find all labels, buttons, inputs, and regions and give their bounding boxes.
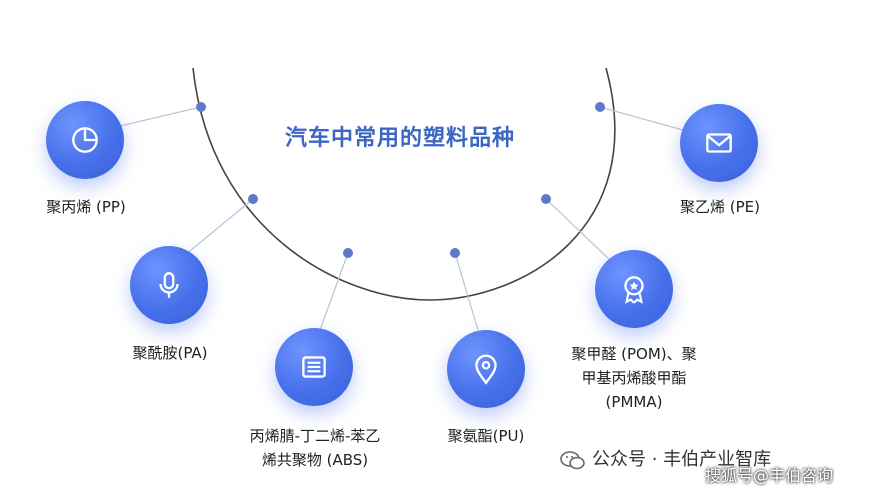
- connector-pe: [599, 106, 684, 131]
- node-pp: [46, 101, 124, 179]
- watermark-overlay: 搜狐号@丰伯咨询: [705, 466, 834, 485]
- location-pin-icon: [475, 354, 497, 385]
- arc-dot-pom: [541, 194, 551, 204]
- connector-pa: [184, 198, 254, 256]
- arc-dot-pe: [595, 102, 605, 112]
- label-pe: 聚乙烯 (PE): [680, 198, 760, 216]
- arc-dot-pp: [196, 102, 206, 112]
- watermark-text: 公众号 · 丰伯产业智库: [592, 449, 772, 470]
- central-arc: [192, 67, 616, 301]
- watermark: 公众号 · 丰伯产业智库: [560, 445, 771, 471]
- microphone-icon: [159, 272, 179, 298]
- list-icon: [302, 356, 326, 378]
- node-pe: [680, 104, 758, 182]
- node-pu: [447, 330, 525, 408]
- connector-pp: [119, 106, 202, 127]
- node-pa: [130, 246, 208, 324]
- label-abs: 丙烯腈-丁二烯-苯乙 烯共聚物 (ABS): [222, 424, 408, 472]
- label-abs-line1: 丙烯腈-丁二烯-苯乙: [249, 427, 381, 445]
- label-pu: 聚氨酯(PU): [447, 427, 525, 445]
- connector-pom: [545, 198, 613, 263]
- pie-chart-icon: [72, 127, 98, 153]
- badge-icon: [624, 276, 644, 304]
- envelope-icon: [706, 133, 732, 153]
- wechat-icon: [560, 451, 585, 470]
- label-pa: 聚酰胺(PA): [132, 344, 208, 362]
- label-pp: 聚丙烯 (PP): [46, 198, 126, 216]
- arc-dot-pu: [450, 248, 460, 258]
- connector-pu: [454, 252, 479, 331]
- label-pom-line3: (PMMA): [605, 393, 663, 411]
- node-abs: [275, 328, 353, 406]
- label-abs-line2: 烯共聚物 (ABS): [261, 451, 369, 469]
- node-pom-pmma: [595, 250, 673, 328]
- label-pom-line1: 聚甲醛 (POM)、聚: [571, 345, 697, 363]
- connector-abs: [319, 252, 349, 331]
- arc-dot-abs: [343, 248, 353, 258]
- label-pom-pmma: 聚甲醛 (POM)、聚 甲基丙烯酸甲酯 (PMMA): [548, 342, 720, 414]
- diagram-title: 汽车中常用的塑料品种: [284, 126, 515, 151]
- label-pom-line2: 甲基丙烯酸甲酯: [581, 369, 687, 387]
- arc-dot-pa: [248, 194, 258, 204]
